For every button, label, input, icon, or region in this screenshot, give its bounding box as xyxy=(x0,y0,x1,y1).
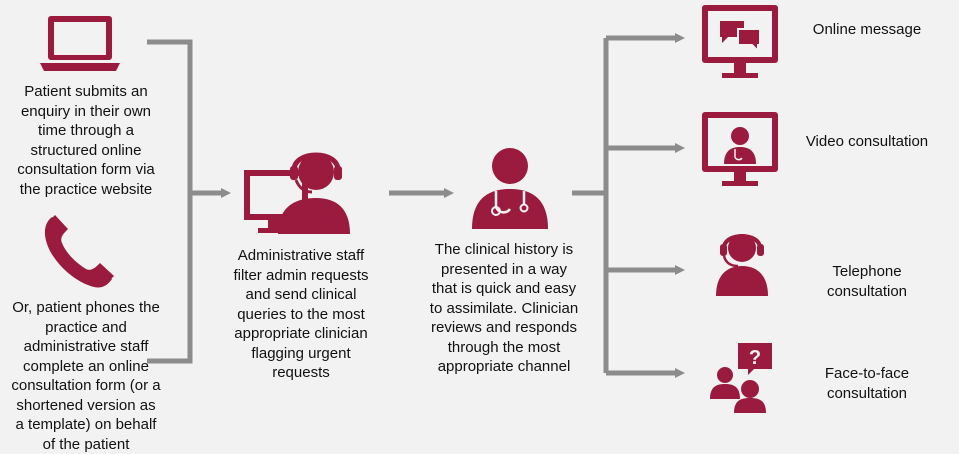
online-submission-text: Patient submits an enquiry in their own … xyxy=(17,83,155,198)
channel-online-message-label: Online message xyxy=(812,21,922,38)
telephone-headset-icon xyxy=(716,234,768,296)
face-to-face-icon: ? xyxy=(710,343,772,413)
clinician-text: The clinical history is presented in a w… xyxy=(429,241,579,375)
admin-staff-text: Administrative staff filter admin reques… xyxy=(233,247,369,381)
phone-submission-text: Or, patient phones the practice and admi… xyxy=(11,299,161,453)
online-message-icon xyxy=(702,5,778,78)
svg-text:?: ? xyxy=(749,347,761,369)
video-consultation-icon xyxy=(702,112,778,186)
channel-telephone-label: Telephone consultation xyxy=(826,263,908,300)
bracket-sources xyxy=(147,39,193,364)
admin-headset-computer-icon xyxy=(244,152,350,234)
laptop-icon xyxy=(40,16,120,71)
channel-video-label: Video consultation xyxy=(805,133,929,150)
phone-handset-icon xyxy=(44,215,114,288)
clinician-stethoscope-icon xyxy=(472,148,548,229)
channel-face-to-face-label: Face-to-face consultation xyxy=(824,365,910,402)
